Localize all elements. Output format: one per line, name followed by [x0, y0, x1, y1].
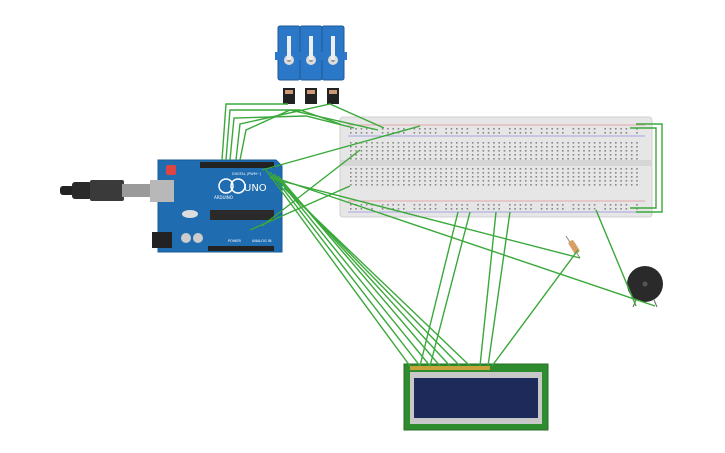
- capacitor-2: [193, 233, 203, 243]
- wire-7: [265, 169, 411, 367]
- power-header-label: POWER: [228, 239, 242, 243]
- wire-18: [419, 211, 459, 367]
- wire-1: [221, 103, 288, 161]
- wire-group: [221, 103, 663, 367]
- wire-21: [487, 211, 511, 367]
- wire-17: [269, 177, 581, 259]
- arduino-logo-icon: [218, 178, 234, 194]
- digital-header-label: DIGITAL (PWM~): [232, 172, 262, 176]
- wire-25: [636, 123, 663, 213]
- wire-24: [630, 127, 657, 209]
- crystal: [182, 210, 198, 218]
- wire-13: [283, 187, 471, 367]
- servo-3[interactable]: [319, 25, 347, 104]
- servo-2[interactable]: [297, 25, 325, 104]
- capacitor-1: [181, 233, 191, 243]
- wire-23: [595, 209, 637, 307]
- microcontroller-chip: [210, 210, 274, 220]
- wire-9: [273, 173, 431, 367]
- servo-group: [275, 25, 347, 104]
- usb-port: [150, 180, 174, 202]
- resistor[interactable]: [565, 235, 581, 259]
- power-jack: [152, 232, 172, 248]
- brand-label: ARDUINO: [214, 195, 233, 200]
- digital-header: [200, 162, 274, 168]
- arduino-logo-icon-right: [230, 178, 246, 194]
- wire-6: [261, 125, 421, 171]
- usb-cable[interactable]: [60, 180, 150, 201]
- wire-20: [479, 211, 497, 367]
- wire-4: [235, 103, 385, 161]
- wire-5: [239, 109, 379, 161]
- wire-8: [269, 171, 421, 367]
- wire-22: [491, 249, 579, 367]
- lcd-screen: [414, 378, 538, 418]
- lcd-pin-header: [410, 366, 490, 370]
- piezo-buzzer[interactable]: [627, 266, 663, 308]
- wire-19: [429, 211, 471, 367]
- reset-button: [166, 165, 176, 175]
- power-analog-header: [208, 246, 274, 251]
- model-label: UNO: [244, 183, 267, 194]
- analog-header-label: ANALOG IN: [252, 239, 272, 243]
- lcd-16x2[interactable]: [403, 363, 549, 431]
- servo-1[interactable]: [275, 25, 303, 104]
- breadboard[interactable]: [339, 116, 653, 218]
- arduino-uno[interactable]: UNO ARDUINO DIGITAL (PWM~) POWER ANALOG …: [150, 159, 283, 253]
